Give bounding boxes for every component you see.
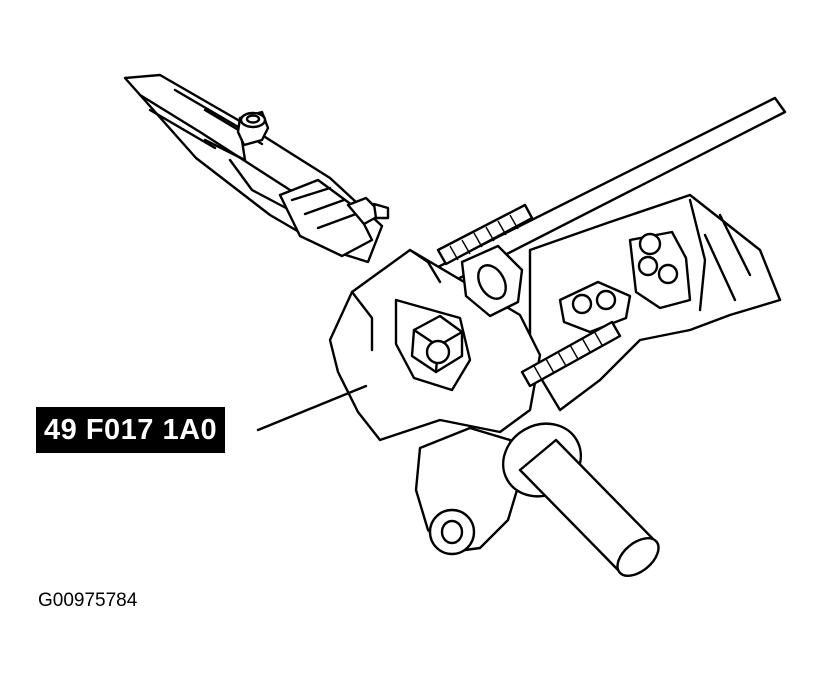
threaded-stud-upper [436,203,534,266]
bleed-screw [346,196,390,226]
rack-housing [123,73,384,264]
rack-fitting [236,110,270,147]
tie-rod-end [460,244,524,318]
threaded-stud-lower [520,320,622,388]
input-shaft [501,422,660,577]
callout-leader [256,384,368,432]
gear-housing [528,193,782,412]
lower-mount [414,426,522,556]
part-number-callout: 49 F017 1A0 [36,407,226,453]
figure-id: G00975784 [38,590,138,611]
